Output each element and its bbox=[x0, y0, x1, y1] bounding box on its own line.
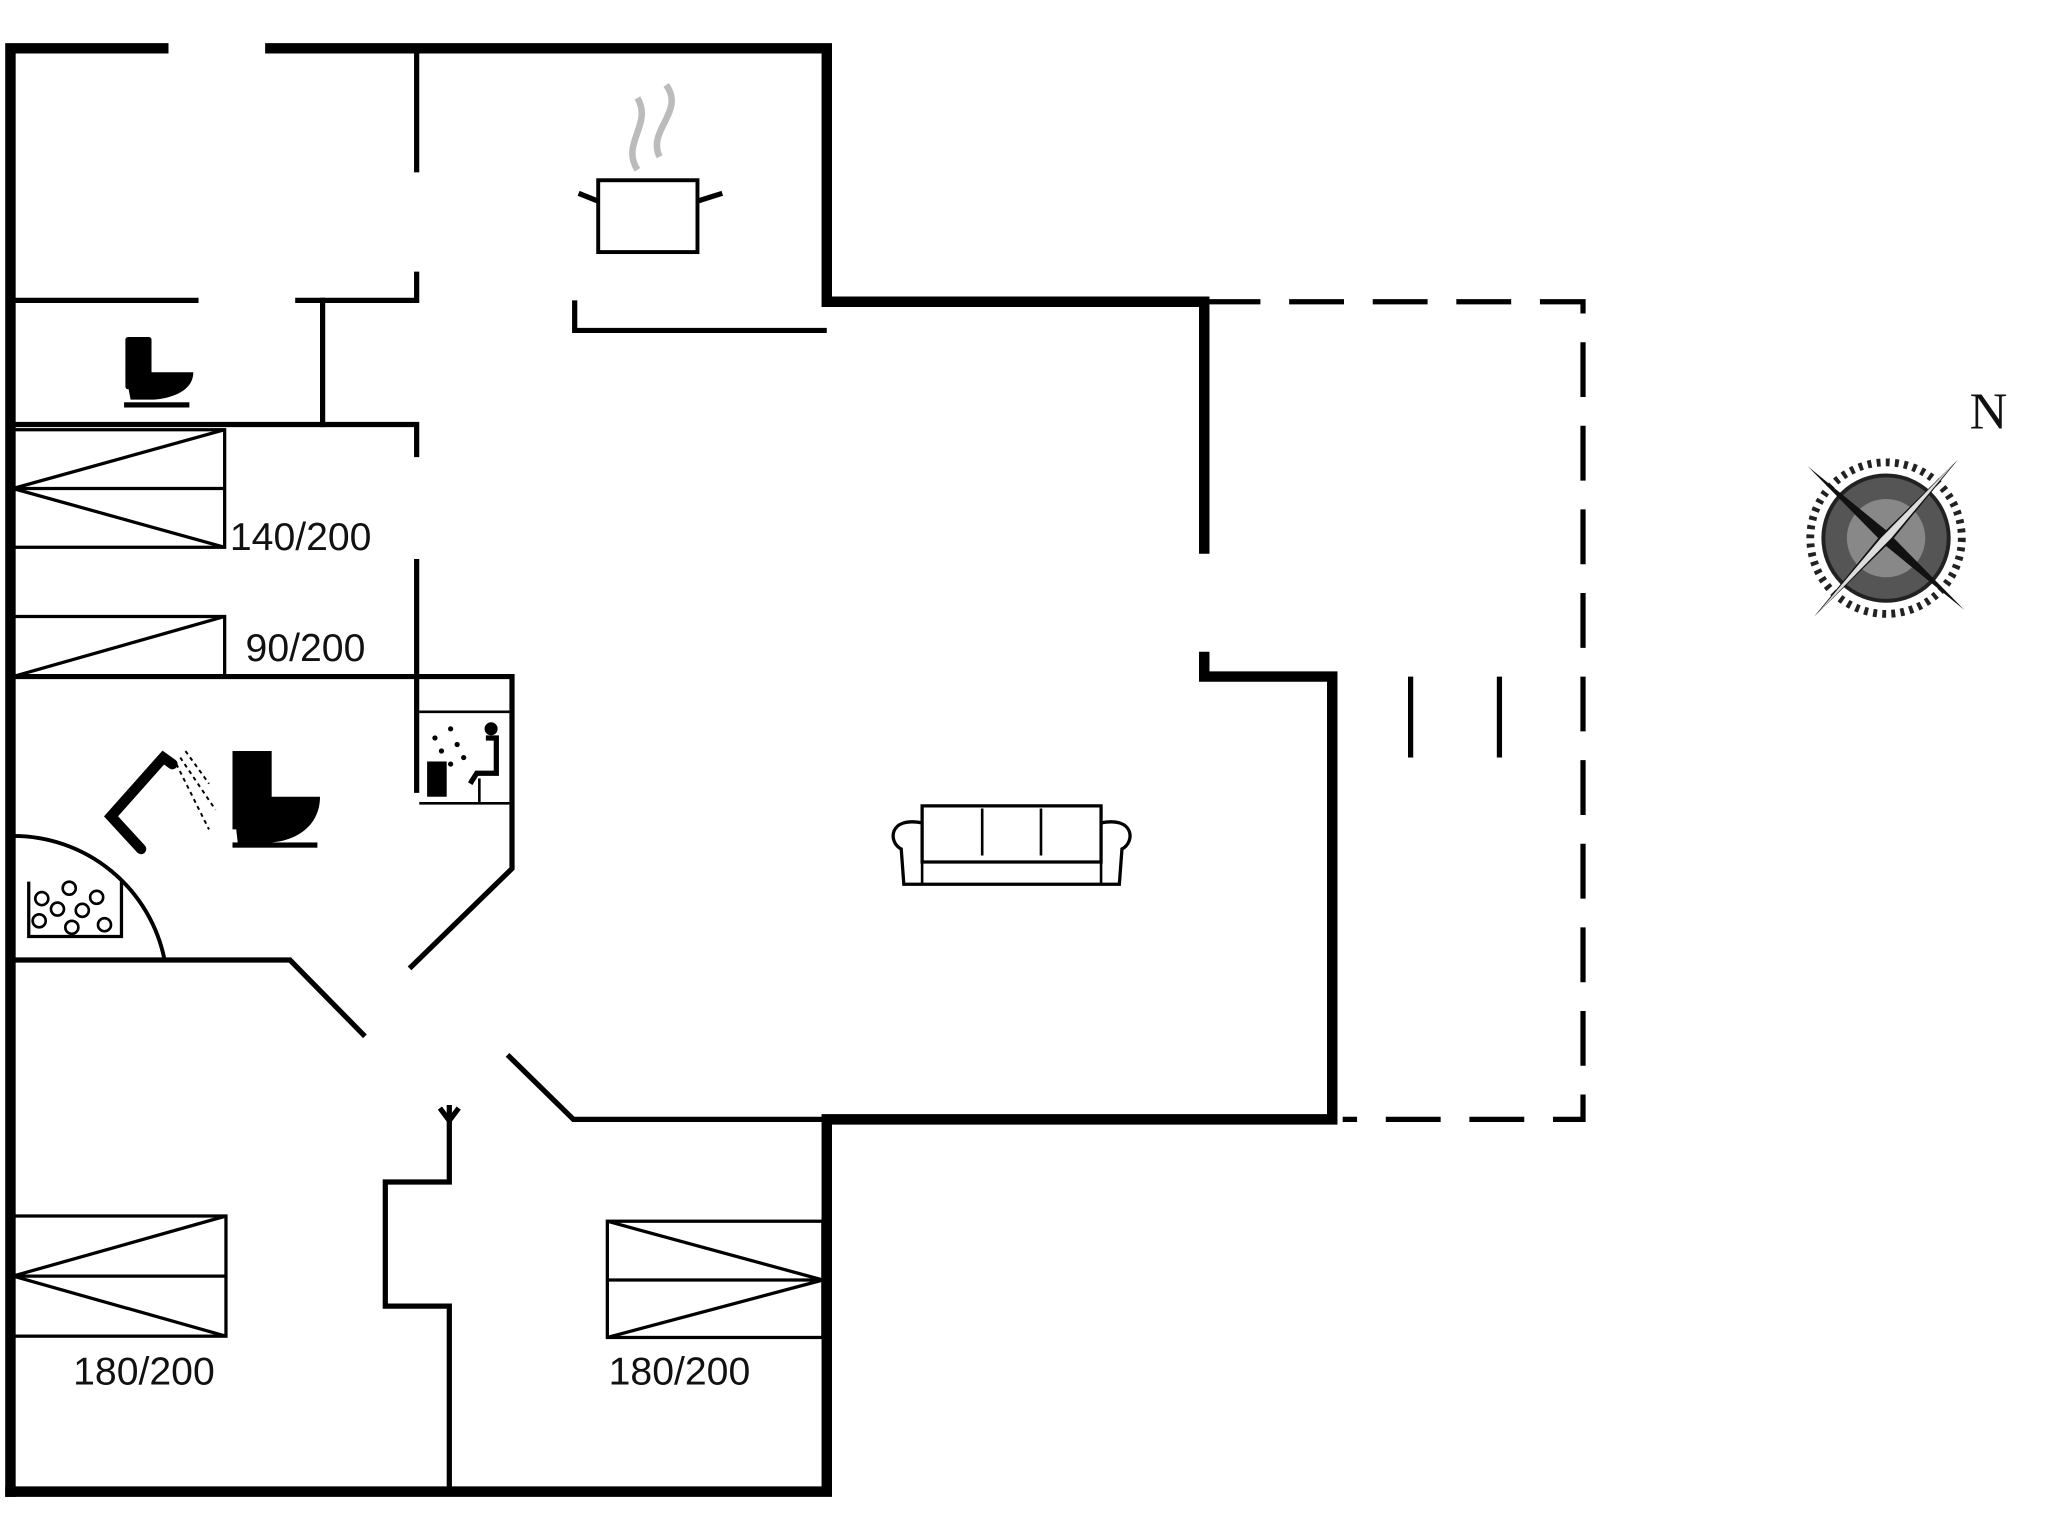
spa-bath-icon bbox=[13, 833, 167, 961]
sauna-icon bbox=[419, 710, 510, 805]
compass-rose-icon: N bbox=[1806, 382, 2008, 618]
toilet-icon bbox=[232, 751, 320, 848]
toilet-icon bbox=[124, 336, 194, 408]
bed-140-200: 140/200 bbox=[11, 428, 372, 559]
terrace-outline bbox=[1205, 299, 1586, 1122]
bed-90-200: 90/200 bbox=[11, 614, 366, 679]
bed-size-label: 140/200 bbox=[230, 516, 372, 559]
bed-size-label: 180/200 bbox=[73, 1350, 215, 1393]
interior-walls bbox=[10, 49, 830, 1492]
shower-icon bbox=[103, 750, 217, 855]
bed-180-200-left: 180/200 bbox=[11, 1214, 228, 1393]
north-label: N bbox=[1970, 382, 2008, 440]
sofa-icon bbox=[891, 804, 1132, 886]
bed-180-200-right: 180/200 bbox=[605, 1219, 825, 1393]
bed-size-label: 180/200 bbox=[609, 1350, 751, 1393]
cooking-pot-icon bbox=[577, 82, 724, 255]
exterior-walls bbox=[5, 43, 1338, 1497]
bed-size-label: 90/200 bbox=[246, 627, 366, 670]
